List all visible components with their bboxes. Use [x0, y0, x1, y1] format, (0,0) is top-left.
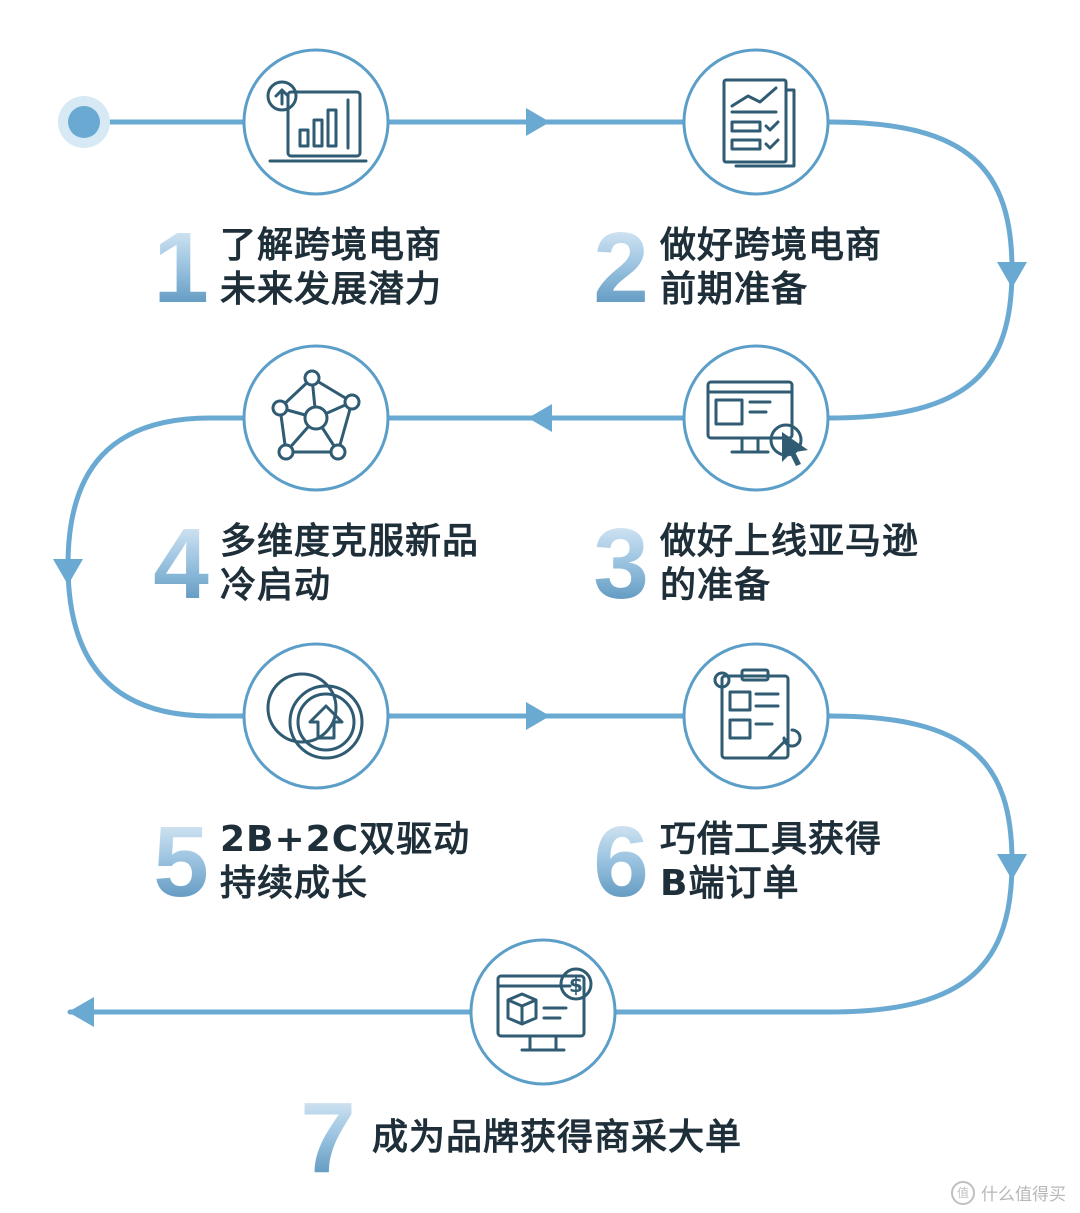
step-7-line1: 成为品牌获得商采大单 — [372, 1117, 743, 1158]
svg-text:$: $ — [569, 973, 583, 997]
step-2-line1: 做好跨境电商 — [660, 225, 883, 266]
chart-upload-icon — [242, 48, 390, 196]
arrow-down-3 — [997, 854, 1027, 880]
step-3-line1: 做好上线亚马逊 — [660, 521, 920, 562]
network-icon — [242, 344, 390, 492]
step-4-number: 4 — [150, 514, 212, 614]
step-3-line2: 的准备 — [660, 565, 772, 606]
arrow-left-1 — [528, 404, 552, 432]
step-7: 7 成为品牌获得商采大单 — [292, 1088, 742, 1188]
step-5-line1: 2B+2C双驱动 — [220, 819, 471, 860]
step-1-number: 1 — [150, 218, 212, 318]
arrow-left-end — [68, 997, 94, 1027]
step-7-number: 7 — [292, 1088, 364, 1188]
step-4-line2: 冷启动 — [220, 565, 332, 606]
step-5-number: 5 — [150, 812, 212, 912]
step-2-line2: 前期准备 — [660, 269, 809, 310]
step-6-line2: B端订单 — [660, 863, 800, 904]
step-4: 4 多维度克服新品 冷启动 — [150, 514, 479, 614]
step-3-number: 3 — [590, 514, 652, 614]
step-6: 6 巧借工具获得 B端订单 — [590, 812, 882, 912]
coin-up-icon — [242, 642, 390, 790]
step-4-line1: 多维度克服新品 — [220, 521, 480, 562]
step-3: 3 做好上线亚马逊 的准备 — [590, 514, 919, 614]
start-dot — [68, 106, 100, 138]
step-1: 1 了解跨境电商 未来发展潜力 — [150, 218, 442, 318]
step-1-line2: 未来发展潜力 — [220, 269, 443, 310]
step-2: 2 做好跨境电商 前期准备 — [590, 218, 882, 318]
step-2-number: 2 — [590, 218, 652, 318]
arrow-right-2 — [526, 702, 550, 730]
step-6-number: 6 — [590, 812, 652, 912]
arrow-down-2 — [53, 559, 83, 585]
watermark: 值 什么值得买 — [951, 1180, 1066, 1205]
clipboard-tools-icon — [682, 642, 830, 790]
arrow-down-1 — [997, 262, 1027, 288]
step-1-line1: 了解跨境电商 — [220, 225, 443, 266]
monitor-click-icon — [682, 344, 830, 492]
watermark-text: 什么值得买 — [981, 1185, 1066, 1205]
arrow-right-1 — [526, 108, 550, 136]
step-5: 5 2B+2C双驱动 持续成长 — [150, 812, 470, 912]
step-5-line2: 持续成长 — [220, 863, 369, 904]
report-checklist-icon — [682, 48, 830, 196]
step-6-line1: 巧借工具获得 — [660, 819, 883, 860]
watermark-logo-icon: 值 — [951, 1180, 975, 1205]
monitor-package-dollar-icon: $ — [469, 938, 617, 1086]
